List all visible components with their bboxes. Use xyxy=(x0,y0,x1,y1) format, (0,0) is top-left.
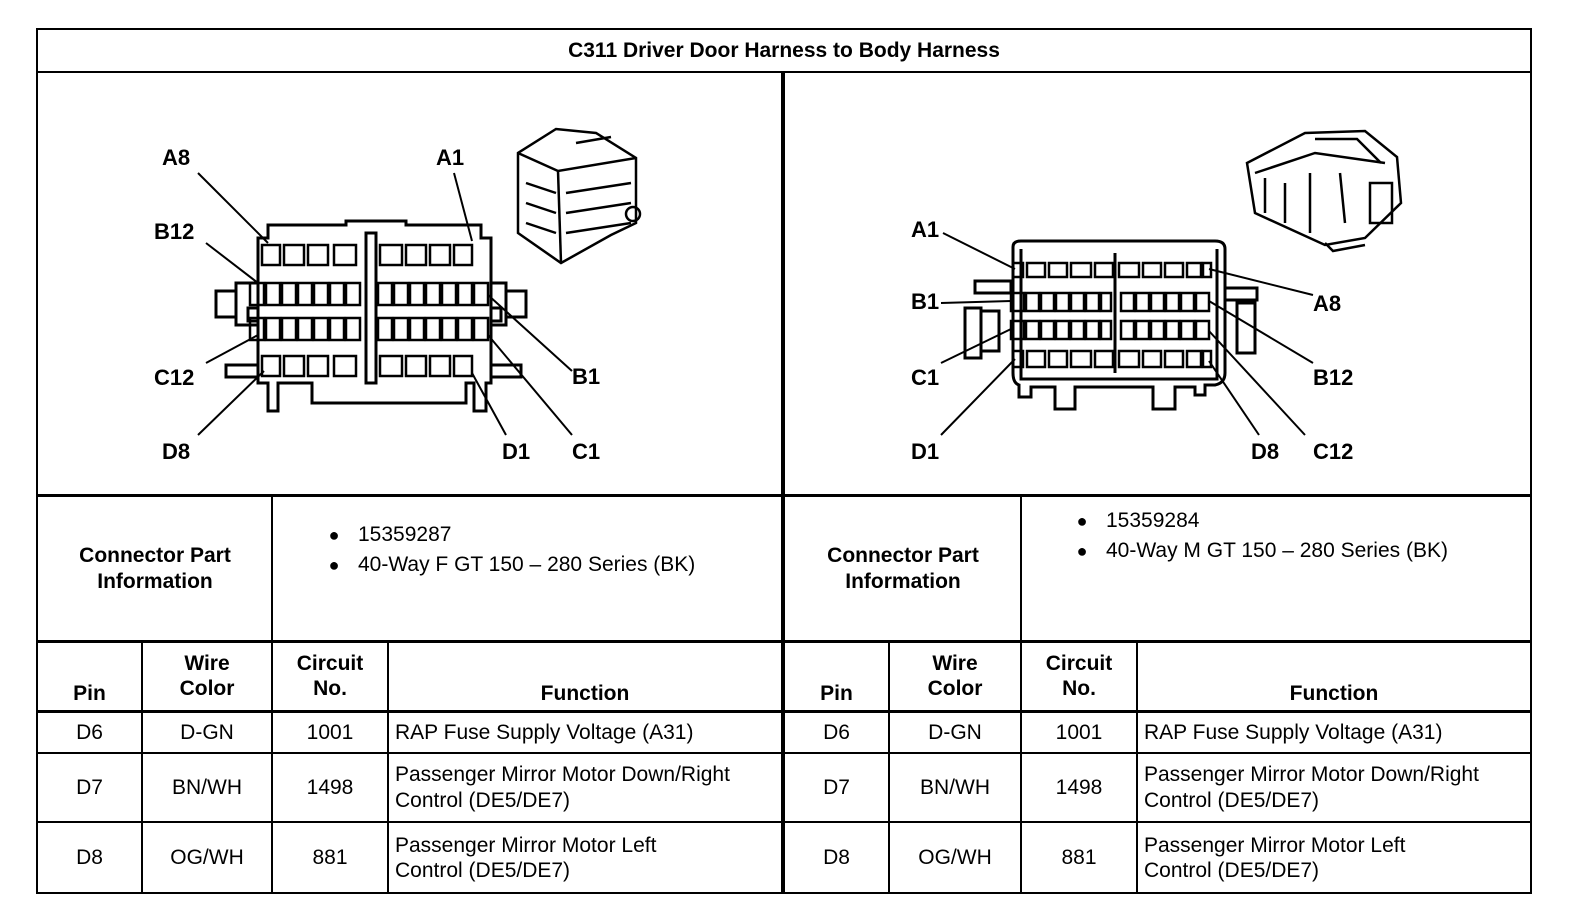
right-part-info-list: ●15359284 ●40-Way M GT 150 – 280 Series … xyxy=(1058,506,1498,566)
divider xyxy=(1020,496,1022,894)
info-item: ●15359287 xyxy=(310,520,780,550)
header-pin: Pin xyxy=(73,681,106,705)
function-cell: RAP Fuse Supply Voltage (A31) xyxy=(395,720,694,744)
page-title: C311 Driver Door Harness to Body Harness xyxy=(568,39,1000,62)
header-function: Function xyxy=(540,681,630,705)
wire-color-cell: D-GN xyxy=(180,720,234,744)
divider xyxy=(888,642,890,894)
right-connector-diagram: A1 A8 B1 B12 C1 C12 D1 D8 xyxy=(911,129,1403,464)
info-item: ●40-Way F GT 150 – 280 Series (BK) xyxy=(310,550,780,580)
pin-label: C12 xyxy=(154,365,194,390)
pin-label: B1 xyxy=(572,364,600,389)
header-function: Function xyxy=(1289,681,1379,705)
wire-color-cell: BN/WH xyxy=(172,775,242,799)
bullet-icon: ● xyxy=(1076,541,1088,561)
divider xyxy=(141,642,143,894)
pin-cell: D6 xyxy=(823,720,850,744)
left-part-info-list: ●15359287 ●40-Way F GT 150 – 280 Series … xyxy=(310,520,780,580)
left-connector-diagram: A8 A1 B12 B1 C12 C1 D8 D1 xyxy=(154,127,642,464)
pin-label: A8 xyxy=(162,145,190,170)
circuit-cell: 1498 xyxy=(306,775,354,799)
pin-label: C1 xyxy=(911,365,939,390)
pin-cell: D7 xyxy=(823,775,850,799)
function-cell: RAP Fuse Supply Voltage (A31) xyxy=(1144,720,1443,744)
divider xyxy=(1136,642,1138,894)
circuit-cell: 1498 xyxy=(1055,775,1103,799)
header-pin: Pin xyxy=(820,681,853,705)
function-cell: Passenger Mirror Motor Down/Right Contro… xyxy=(1144,763,1479,812)
divider xyxy=(781,72,785,894)
pin-label: A1 xyxy=(911,217,939,242)
pin-label: B12 xyxy=(154,219,194,244)
pin-label: B12 xyxy=(1313,365,1353,390)
header-wire-color: Wire Color xyxy=(179,651,235,700)
pin-cell: D8 xyxy=(823,846,850,870)
bullet-icon: ● xyxy=(328,525,340,545)
pin-label: C1 xyxy=(572,439,600,464)
pin-label: A1 xyxy=(436,145,464,170)
divider xyxy=(387,642,389,894)
info-item: ●40-Way M GT 150 – 280 Series (BK) xyxy=(1058,536,1498,566)
pin-label: D8 xyxy=(162,439,190,464)
wire-color-cell: OG/WH xyxy=(918,846,992,870)
bullet-icon: ● xyxy=(1076,511,1088,531)
wire-color-cell: OG/WH xyxy=(170,846,244,870)
function-cell: Passenger Mirror Motor Down/Right Contro… xyxy=(395,763,730,812)
header-circuit-no: Circuit No. xyxy=(296,651,364,700)
pin-cell: D7 xyxy=(76,775,103,799)
pin-label: B1 xyxy=(911,289,939,314)
header-circuit-no: Circuit No. xyxy=(1045,651,1113,700)
wire-color-cell: BN/WH xyxy=(920,775,990,799)
pin-cell: D8 xyxy=(76,846,103,870)
circuit-cell: 881 xyxy=(1061,846,1097,870)
left-part-info-label: Connector Part Information xyxy=(79,544,231,593)
header-wire-color: Wire Color xyxy=(927,651,983,700)
wire-color-cell: D-GN xyxy=(928,720,982,744)
pin-label: D8 xyxy=(1251,439,1279,464)
function-cell: Passenger Mirror Motor Left Control (DE5… xyxy=(395,833,657,882)
circuit-cell: 1001 xyxy=(306,720,354,744)
divider xyxy=(271,496,273,894)
pin-label: A8 xyxy=(1313,291,1341,316)
right-part-info-label: Connector Part Information xyxy=(827,544,979,593)
pin-cell: D6 xyxy=(76,720,103,744)
pin-label: D1 xyxy=(502,439,530,464)
bullet-icon: ● xyxy=(328,555,340,575)
circuit-cell: 1001 xyxy=(1055,720,1103,744)
function-cell: Passenger Mirror Motor Left Control (DE5… xyxy=(1144,833,1406,882)
pin-label: C12 xyxy=(1313,439,1353,464)
info-item: ●15359284 xyxy=(1058,506,1498,536)
circuit-cell: 881 xyxy=(312,846,348,870)
pin-label: D1 xyxy=(911,439,939,464)
